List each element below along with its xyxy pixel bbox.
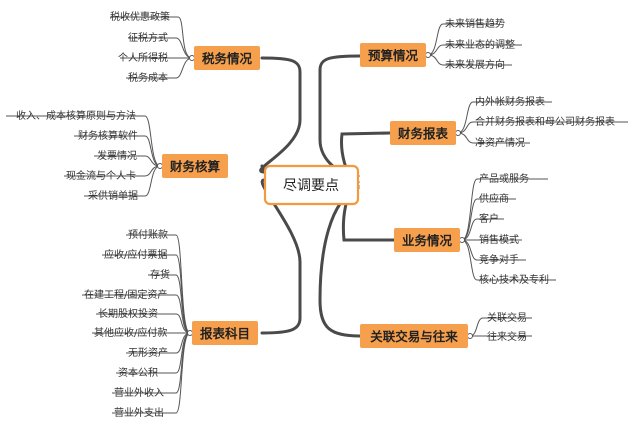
branch-budget: 未来销售趋势 未来业态的调整 未来发展方向 预算情况 bbox=[360, 17, 522, 71]
branch-label-statement-items[interactable]: 报表科目 bbox=[200, 326, 250, 341]
fs-item: 合并财务报表和母公司财务报表 bbox=[475, 115, 615, 128]
center-node: 尽调要点 bbox=[263, 164, 360, 206]
branch-accounting: 收入、成本核算原则与方法 财务核算软件 发票情况 现金流与个人卡 采供销单据 财… bbox=[6, 109, 228, 202]
accounting-item: 现金流与个人卡 bbox=[66, 169, 136, 182]
related-item: 往来交易 bbox=[487, 330, 527, 343]
tax-item: 税务成本 bbox=[128, 71, 168, 84]
center-title[interactable]: 尽调要点 bbox=[283, 178, 339, 194]
budget-item: 未来发展方向 bbox=[445, 58, 505, 71]
branch-label-budget[interactable]: 预算情况 bbox=[368, 48, 419, 63]
budget-item: 未来销售趋势 bbox=[445, 17, 505, 30]
budget-item: 未来业态的调整 bbox=[445, 38, 515, 51]
business-item: 核心技术及专利 bbox=[479, 273, 549, 286]
tax-item: 征税方式 bbox=[128, 31, 168, 44]
statement-item: 营业外支出 bbox=[114, 406, 164, 419]
statement-item: 在建工程/固定资产 bbox=[84, 288, 167, 301]
business-item: 供应商 bbox=[479, 192, 509, 205]
business-item: 客户 bbox=[479, 212, 499, 225]
fs-item: 净资产情况 bbox=[475, 136, 525, 149]
business-item: 销售模式 bbox=[479, 233, 519, 246]
tax-item: 税收优惠政策 bbox=[110, 10, 170, 23]
statement-item: 存货 bbox=[150, 268, 170, 281]
branch-label-accounting[interactable]: 财务核算 bbox=[169, 159, 221, 174]
branch-related-party: 关联交易 往来交易 关联交易与往来 bbox=[360, 311, 532, 348]
branch-label-financial-statements[interactable]: 财务报表 bbox=[397, 126, 449, 141]
fs-item: 内外帐财务报表 bbox=[475, 95, 545, 108]
business-item: 产品或服务 bbox=[479, 172, 529, 185]
branch-label-tax[interactable]: 税务情况 bbox=[202, 51, 253, 66]
accounting-item: 发票情况 bbox=[97, 149, 137, 162]
business-item: 竞争对手 bbox=[479, 253, 519, 266]
statement-item: 其他应收/应付款 bbox=[94, 326, 167, 339]
branch-financial-statements: 内外帐财务报表 合并财务报表和母公司财务报表 净资产情况 财务报表 bbox=[390, 95, 628, 149]
branch-business: 产品或服务 供应商 客户 销售模式 竞争对手 核心技术及专利 业务情况 bbox=[394, 172, 556, 286]
branch-tax: 税收优惠政策 征税方式 个人所得税 税务成本 税务情况 bbox=[110, 10, 260, 84]
branch-statement-items: 预付账款 应收/应付票据 存货 在建工程/固定资产 长期股权投资 其他应收/应付… bbox=[82, 228, 258, 419]
accounting-item: 采供销单据 bbox=[88, 189, 138, 202]
branch-label-business[interactable]: 业务情况 bbox=[402, 233, 453, 248]
statement-item: 预付账款 bbox=[128, 228, 168, 241]
statement-item: 营业外收入 bbox=[114, 386, 164, 399]
tax-item: 个人所得税 bbox=[118, 51, 168, 64]
statement-item: 资本公积 bbox=[118, 366, 158, 379]
statement-item: 长期股权投资 bbox=[98, 307, 158, 320]
statement-item: 无形资产 bbox=[128, 346, 168, 359]
accounting-item: 收入、成本核算原则与方法 bbox=[16, 109, 136, 122]
accounting-item: 财务核算软件 bbox=[78, 129, 138, 142]
statement-item: 应收/应付票据 bbox=[104, 248, 167, 261]
related-item: 关联交易 bbox=[487, 311, 527, 324]
branch-label-related-party[interactable]: 关联交易与往来 bbox=[370, 329, 458, 344]
